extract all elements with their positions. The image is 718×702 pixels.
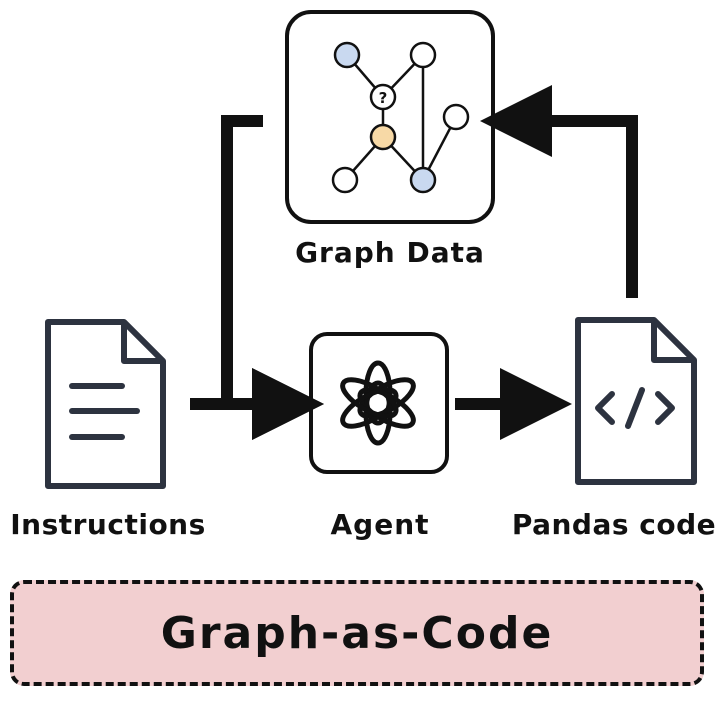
agent-box bbox=[309, 332, 449, 474]
graph-node bbox=[442, 103, 470, 131]
arrow-code-to-graph bbox=[480, 85, 638, 298]
graph-node bbox=[369, 123, 397, 151]
instructions-label: Instructions bbox=[10, 508, 206, 541]
graph-node bbox=[333, 41, 361, 69]
pandas-code-label: Pandas code bbox=[511, 508, 717, 541]
agent-label: Agent bbox=[330, 508, 430, 541]
banner-title: Graph-as-Code bbox=[160, 607, 554, 659]
graph-node bbox=[331, 166, 359, 194]
graph-data-label: Graph Data bbox=[295, 236, 485, 269]
graph-node bbox=[409, 166, 437, 194]
openai-logo-icon bbox=[340, 360, 416, 446]
graph-node-question bbox=[369, 83, 397, 111]
graph-as-code-banner: Graph-as-Code bbox=[10, 580, 704, 686]
graph-network-icon bbox=[331, 41, 470, 194]
arrow-graph-to-agent bbox=[221, 115, 324, 440]
graph-data-box: ? bbox=[285, 10, 495, 224]
question-mark: ? bbox=[379, 89, 388, 107]
text-document-icon bbox=[45, 319, 166, 489]
code-document-icon bbox=[575, 317, 697, 485]
graph-node bbox=[409, 41, 437, 69]
